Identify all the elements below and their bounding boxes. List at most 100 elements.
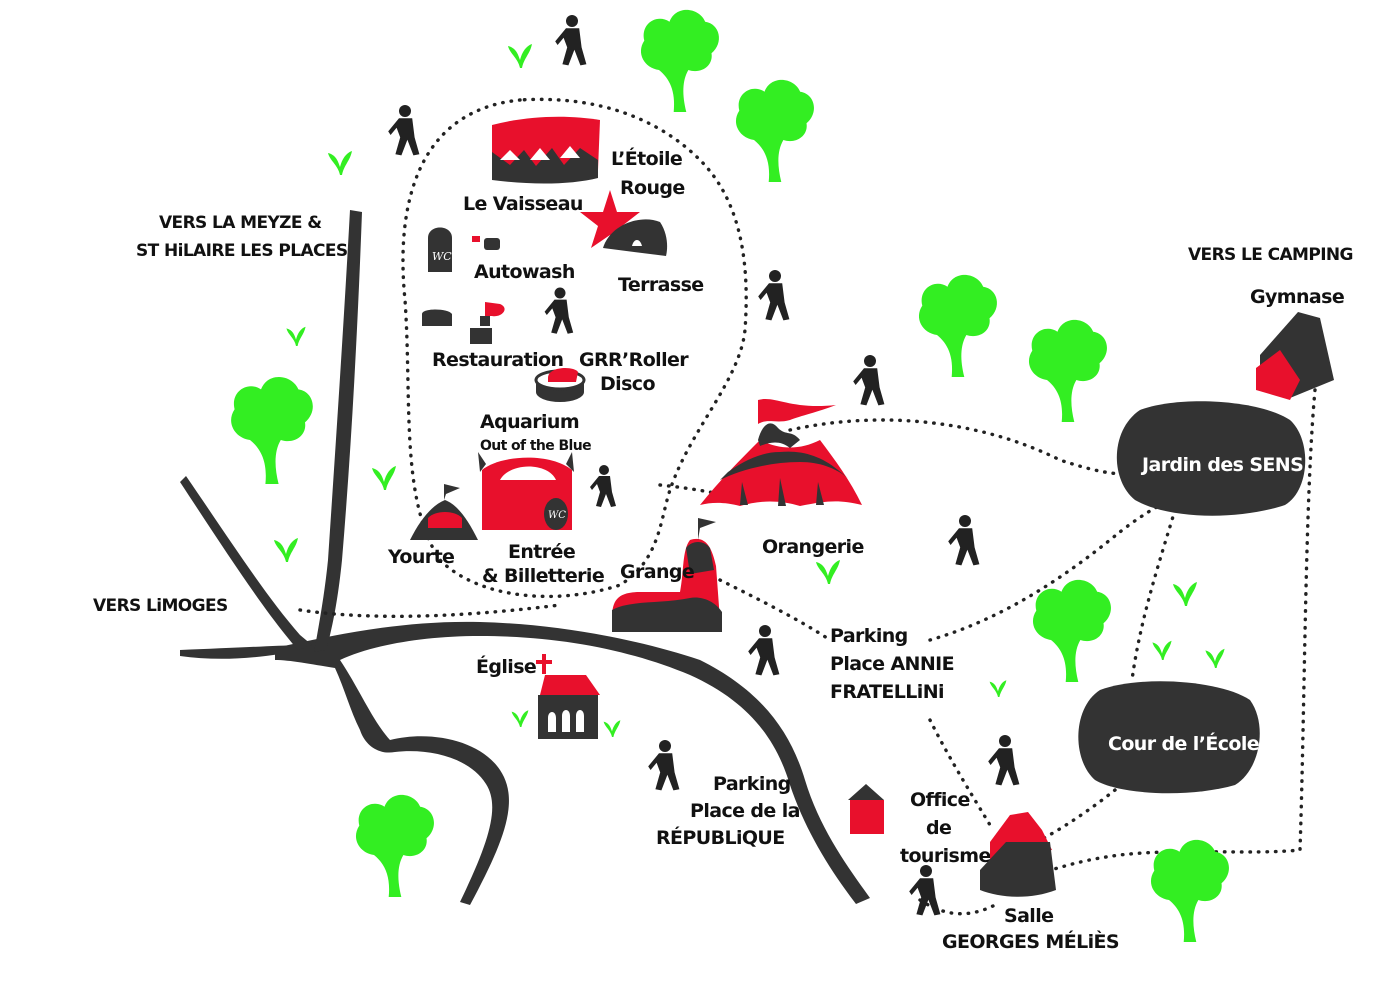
tree-icon (918, 274, 997, 377)
sprout-icon (274, 538, 298, 562)
salle-label-2: GEORGES MÉLiÈS (942, 930, 1119, 953)
autowash-icon (484, 238, 500, 250)
office-de-tourisme[interactable]: Office de tourisme (848, 784, 991, 867)
tree-icon (1028, 319, 1107, 422)
terrasse-tent-icon (603, 219, 668, 256)
tree-icon (1032, 579, 1111, 682)
wc[interactable]: WC (428, 227, 452, 273)
walker-icon (388, 105, 420, 156)
flag-icon (758, 398, 836, 436)
eglise-label: Église (476, 655, 536, 678)
walker-icon (748, 625, 780, 676)
etoile-label-2: Rouge (620, 177, 685, 199)
sprout-icon (603, 720, 621, 737)
sprout-icon (508, 44, 532, 68)
etoile-label-1: L’Étoile (611, 147, 682, 170)
tree-icon (1150, 839, 1229, 942)
sprout-icon (1205, 648, 1225, 668)
jardin-des-sens[interactable]: Jardin des SENS (1116, 401, 1306, 516)
circus-tent-icon (700, 440, 862, 506)
aquarium-label-1: Aquarium (480, 411, 579, 433)
roller-disco[interactable]: GRR’Roller Disco (534, 349, 690, 402)
entree-label-2: & Billetterie (482, 565, 604, 587)
direction-meyze-2: ST HiLAIRE LES PLACES (136, 241, 348, 261)
grange[interactable]: Grange (612, 518, 722, 632)
direction-limoges: VERS LiMOGES (93, 596, 228, 616)
tree-icon (355, 794, 434, 897)
tree-icon (640, 9, 719, 113)
walker-icon (648, 740, 680, 791)
road-main (275, 621, 870, 905)
le-vaisseau[interactable]: Le Vaisseau (463, 116, 600, 215)
sprout-icon (989, 680, 1007, 697)
parking-fratellini-label-1: Parking (830, 625, 908, 647)
salle-label-1: Salle (1004, 905, 1053, 927)
road-meyze (314, 210, 362, 652)
entree-billetterie[interactable]: WC Entrée & Billetterie (478, 452, 605, 587)
sprout-icon (1152, 640, 1172, 660)
house-icon (848, 784, 884, 800)
sprout-icon (816, 560, 840, 584)
roads (180, 210, 870, 905)
terrasse-label: Terrasse (618, 274, 704, 296)
direction-meyze-1: VERS LA MEYZE & (159, 213, 322, 233)
office-label-3: tourisme (900, 845, 991, 867)
autowash-label: Autowash (474, 261, 575, 283)
grange-label: Grange (620, 561, 694, 583)
parking-republique[interactable]: Parking Place de la RÉPUBLiQUE (656, 773, 800, 849)
road-branch (180, 476, 312, 650)
terrasse[interactable]: Terrasse (603, 219, 704, 296)
walker-icon (758, 270, 790, 321)
ecole-label: Cour de l’École (1108, 732, 1259, 755)
parking-republique-label-2: Place de la (690, 800, 800, 822)
jardin-area (1116, 401, 1306, 516)
orangerie[interactable]: Orangerie (700, 398, 864, 558)
food-truck-icon (422, 309, 452, 326)
aquarium[interactable]: Aquarium Out of the Blue (480, 411, 592, 454)
svg-text:WC: WC (432, 250, 452, 263)
roller-icon (548, 368, 578, 382)
entree-label-1: Entrée (508, 541, 575, 563)
aquarium-label-2: Out of the Blue (480, 438, 591, 454)
etoile-rouge[interactable]: L’Étoile Rouge (580, 147, 685, 248)
flag-icon (444, 484, 460, 500)
svg-text:WC: WC (548, 510, 566, 521)
yourte-label: Yourte (387, 546, 454, 568)
walker-icon (555, 14, 587, 66)
walker-icon (988, 735, 1020, 786)
star-icon (580, 190, 640, 248)
cour-de-l-ecole[interactable]: Cour de l’École (1078, 681, 1260, 794)
gymnase[interactable]: Gymnase (1250, 286, 1345, 400)
restauration-label: Restauration (432, 349, 563, 371)
parking-fratellini-label-3: FRATELLiNi (830, 681, 944, 703)
sprout-icon (372, 466, 396, 490)
parking-fratellini[interactable]: Parking Place ANNIE FRATELLiNi (830, 625, 955, 703)
jardin-label: Jardin des SENS (1140, 454, 1303, 476)
sprout-icon (328, 151, 352, 175)
parking-fratellini-label-2: Place ANNIE (830, 653, 954, 675)
church-icon (540, 675, 600, 695)
roller-label-2: Disco (600, 373, 655, 395)
salle-georges-melies[interactable]: Salle GEORGES MÉLiÈS (942, 812, 1120, 953)
yourte[interactable]: Yourte (387, 484, 478, 568)
directions: VERS LA MEYZE & ST HiLAIRE LES PLACES VE… (93, 213, 1354, 616)
walker-icon (590, 465, 616, 507)
sprout-icon (286, 326, 306, 346)
tree-icon (735, 79, 814, 182)
office-label-1: Office (910, 789, 970, 811)
sprout-icon (511, 710, 529, 727)
autowash[interactable]: Autowash (472, 236, 575, 283)
walker-icon (948, 515, 980, 566)
eglise[interactable]: Église (476, 654, 600, 739)
restauration[interactable]: Restauration (422, 302, 564, 371)
office-label-2: de (926, 817, 951, 839)
wc-icon (428, 227, 452, 272)
vaisseau-label: Le Vaisseau (463, 193, 583, 215)
walker-icon (909, 865, 941, 916)
orangerie-label: Orangerie (762, 536, 864, 558)
direction-camping: VERS LE CAMPING (1188, 245, 1353, 265)
roller-label-1: GRR’Roller (579, 349, 689, 371)
parking-republique-label-3: RÉPUBLiQUE (656, 826, 785, 849)
walking-paths (298, 97, 1317, 916)
